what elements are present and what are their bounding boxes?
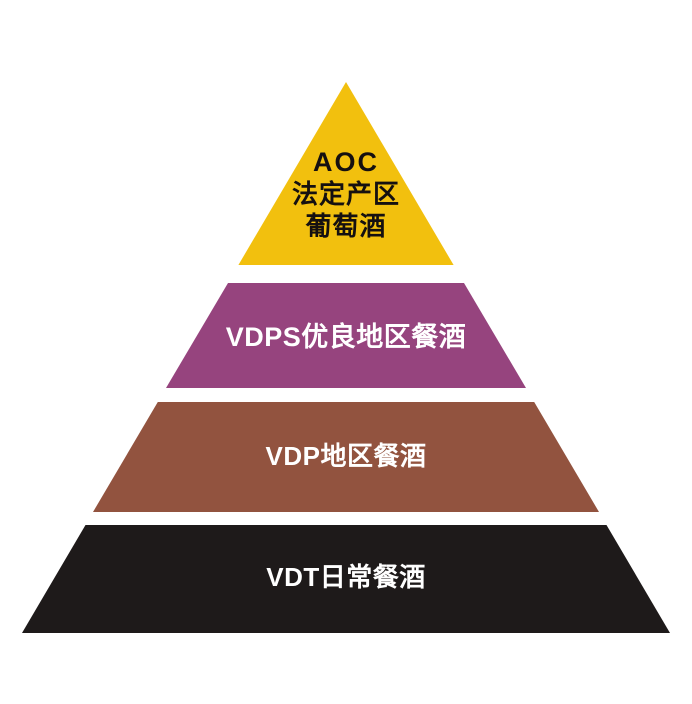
pyramid-tier-aoc[interactable] (238, 82, 454, 265)
pyramid-tier-vdp[interactable] (93, 402, 599, 512)
pyramid-tier-vdt[interactable] (22, 525, 670, 633)
pyramid-tier-vdps[interactable] (166, 283, 526, 388)
